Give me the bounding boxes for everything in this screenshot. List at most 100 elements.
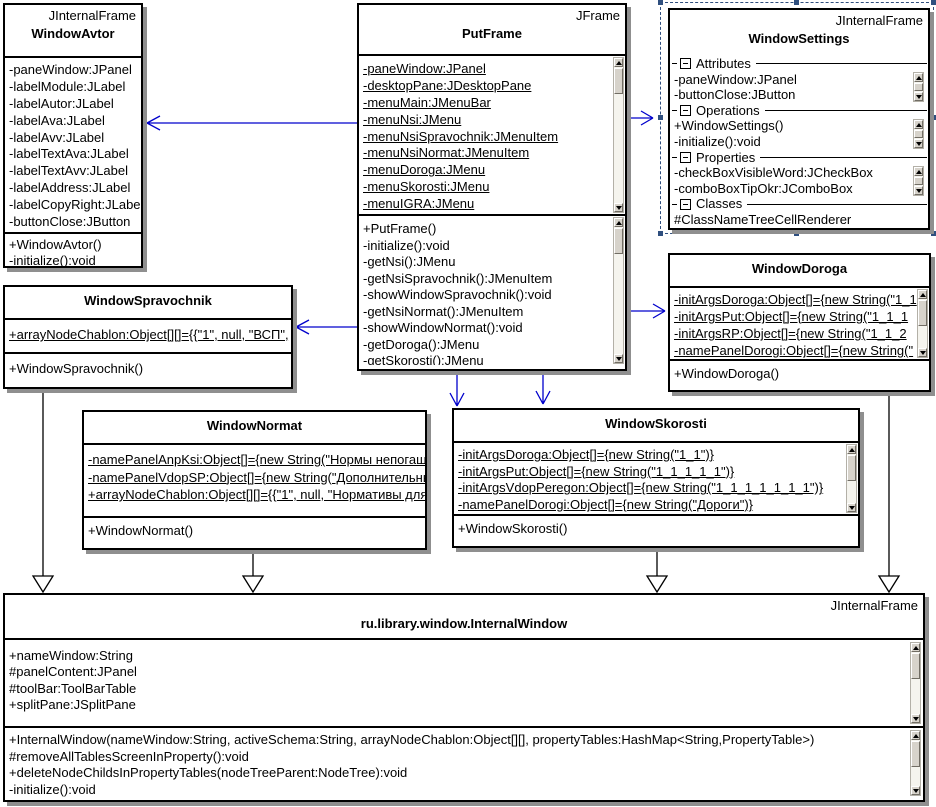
- scroll-down-button[interactable]: [614, 203, 623, 212]
- generalization-windownormat-internalwindow[interactable]: [241, 550, 265, 594]
- attribute-row: -desktopPane:JDesktopPane: [363, 77, 532, 93]
- scrollbar-thumb[interactable]: [847, 455, 856, 481]
- scroll-up-button[interactable]: [914, 167, 923, 176]
- attribute-row: -menuIGRA:JMenu: [363, 196, 475, 212]
- vertical-scrollbar[interactable]: [613, 217, 624, 364]
- dependency-arrow-putframe-windowdoroga[interactable]: [629, 303, 666, 319]
- operation-row: +WindowSpravochnik(): [9, 361, 144, 376]
- class-box-windowskorosti[interactable]: WindowSkorosti -initArgsDoroga:Object[]=…: [452, 408, 860, 548]
- scrollbar-thumb[interactable]: [911, 741, 920, 767]
- selection-handle[interactable]: [931, 0, 936, 5]
- dependency-arrow-putframe-windowskorosti[interactable]: [535, 372, 551, 405]
- attribute-row: -paneWindow:JPanel: [363, 61, 486, 76]
- attribute-row: -menuMain:JMenuBar: [363, 94, 491, 110]
- section-label: Properties: [696, 149, 756, 165]
- scroll-down-button[interactable]: [911, 714, 920, 723]
- stereotype-label: JInternalFrame: [830, 598, 918, 613]
- scroll-down-button[interactable]: [914, 92, 923, 101]
- scroll-down-button[interactable]: [911, 786, 920, 795]
- stereotype-label: JInternalFrame: [835, 13, 923, 28]
- class-box-windowsettings[interactable]: JInternalFrame WindowSettings Attributes…: [668, 8, 930, 230]
- scrollbar-thumb[interactable]: [911, 653, 920, 679]
- class-title: JInternalFrame WindowAvtor: [5, 5, 141, 56]
- scroll-up-button[interactable]: [847, 445, 856, 454]
- selection-handle[interactable]: [658, 0, 663, 5]
- scrollbar-thumb[interactable]: [918, 300, 927, 326]
- scroll-up-button[interactable]: [614, 218, 623, 227]
- vertical-scrollbar[interactable]: [913, 166, 924, 196]
- scroll-up-button[interactable]: [918, 290, 927, 299]
- vertical-scrollbar[interactable]: [613, 57, 624, 213]
- divider: [672, 203, 677, 205]
- attributes-compartment: +arrayNodeChablon:Object[][]={{"1", null…: [5, 318, 291, 352]
- collapse-icon[interactable]: [680, 58, 691, 70]
- operation-row: +WindowDoroga(): [674, 366, 780, 381]
- class-row: #ClassNameTreeCellRenderer: [674, 211, 852, 227]
- scroll-up-button[interactable]: [614, 58, 623, 67]
- dependency-arrow-putframe-windowsettings[interactable]: [629, 110, 654, 126]
- scroll-down-button[interactable]: [914, 139, 923, 148]
- attribute-row: -menuNsiSpravochnik:JMenuItem: [363, 128, 559, 144]
- vertical-scrollbar[interactable]: [913, 119, 924, 149]
- generalization-windowspravochnik-internalwindow[interactable]: [31, 389, 55, 594]
- dependency-arrow-putframe-windowavtor[interactable]: [146, 115, 357, 131]
- class-box-windownormat[interactable]: WindowNormat -namePanelAnpKsi:Object[]={…: [82, 410, 427, 550]
- selection-handle[interactable]: [794, 0, 799, 5]
- selection-handle[interactable]: [931, 231, 936, 236]
- scrollbar-thumb[interactable]: [614, 228, 623, 254]
- attribute-row: -labelTextAvv:JLabel: [9, 163, 128, 179]
- collapse-icon[interactable]: [680, 151, 691, 163]
- class-name: WindowSpravochnik: [84, 293, 212, 308]
- class-box-internalwindow[interactable]: JInternalFrame ru.library.window.Interna…: [3, 593, 925, 802]
- class-name: WindowSkorosti: [605, 416, 707, 431]
- attribute-row: -buttonClose:JButton: [674, 87, 796, 103]
- collapse-icon[interactable]: [680, 105, 691, 117]
- scroll-up-button[interactable]: [914, 120, 923, 129]
- scrollbar-thumb[interactable]: [914, 130, 923, 138]
- vertical-scrollbar[interactable]: [846, 444, 857, 513]
- generalization-windowskorosti-internalwindow[interactable]: [645, 548, 669, 594]
- vertical-scrollbar[interactable]: [910, 730, 921, 796]
- operation-row: -initialize():void: [9, 781, 96, 797]
- class-title: WindowDoroga: [670, 255, 929, 286]
- section-label: Attributes: [696, 56, 751, 71]
- scroll-down-button[interactable]: [614, 354, 623, 363]
- dependency-arrow-putframe-windowspravochnik[interactable]: [295, 319, 357, 335]
- attribute-row: -menuDoroga:JMenu: [363, 162, 486, 178]
- scrollbar-thumb[interactable]: [914, 177, 923, 185]
- class-box-windowspravochnik[interactable]: WindowSpravochnik +arrayNodeChablon:Obje…: [3, 285, 293, 389]
- operation-row: -getNsiNormat():JMenuItem: [363, 303, 524, 319]
- scroll-down-button[interactable]: [918, 348, 927, 357]
- selection-handle[interactable]: [658, 231, 663, 236]
- vertical-scrollbar[interactable]: [917, 289, 928, 358]
- selection-handle[interactable]: [931, 115, 936, 120]
- operation-row: -showWindowNormat():void: [363, 320, 523, 335]
- scroll-down-button[interactable]: [914, 186, 923, 195]
- class-title: JFrame PutFrame: [359, 5, 625, 54]
- dependency-arrow-putframe-windownormat[interactable]: [449, 372, 465, 407]
- scroll-down-button[interactable]: [847, 503, 856, 512]
- attribute-row: +arrayNodeChablon:Object[][]={{"1", null…: [9, 327, 289, 342]
- section-header-attributes: Attributes: [670, 56, 928, 72]
- divider: [672, 63, 677, 65]
- stereotype-label: JInternalFrame: [48, 8, 136, 23]
- vertical-scrollbar[interactable]: [913, 72, 924, 102]
- scrollbar-thumb[interactable]: [914, 83, 923, 91]
- selection-handle[interactable]: [794, 231, 799, 236]
- generalization-windowdoroga-internalwindow[interactable]: [877, 392, 901, 594]
- scroll-up-button[interactable]: [911, 643, 920, 652]
- class-box-windowavtor[interactable]: JInternalFrame WindowAvtor -paneWindow:J…: [3, 3, 143, 268]
- class-box-windowdoroga[interactable]: WindowDoroga -initArgsDoroga:Object[]={n…: [668, 253, 931, 392]
- scrollbar-thumb[interactable]: [614, 68, 623, 94]
- selection-handle[interactable]: [658, 115, 663, 120]
- class-box-putframe[interactable]: JFrame PutFrame -paneWindow:JPanel -desk…: [357, 3, 627, 371]
- vertical-scrollbar[interactable]: [910, 642, 921, 724]
- scroll-up-button[interactable]: [911, 731, 920, 740]
- attributes-compartment: -initArgsDoroga:Object[]={new String("1_…: [670, 286, 929, 359]
- class-name: PutFrame: [462, 26, 522, 41]
- collapse-icon[interactable]: [680, 198, 691, 210]
- scroll-up-button[interactable]: [914, 73, 923, 82]
- attribute-row: -labelAddress:JLabel: [9, 180, 131, 196]
- attribute-row: -initArgsPut:Object[]={new String("1_1_1: [674, 309, 909, 324]
